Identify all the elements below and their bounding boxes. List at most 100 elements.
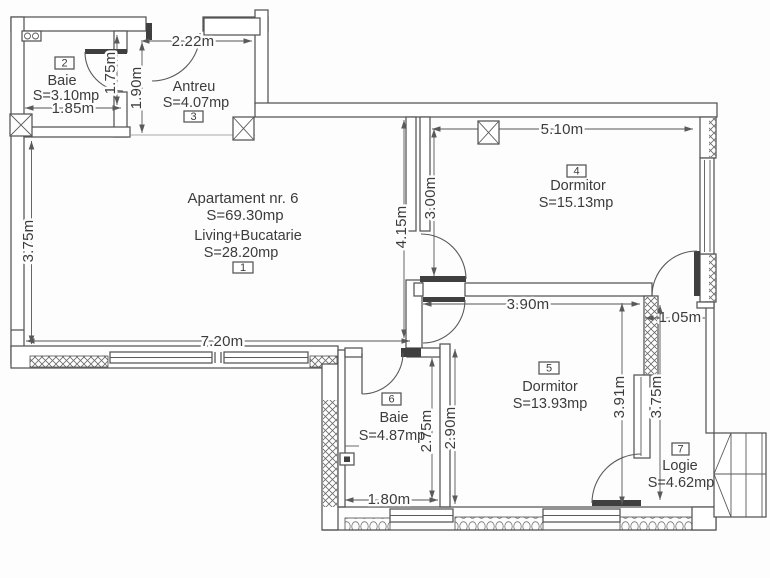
logie-name-label: Logie	[662, 458, 697, 474]
baie6-number-box	[381, 392, 402, 406]
dim-baie2-width: 1.85m	[25, 98, 121, 120]
room-dorm5: 5 Dormitor S=13.93mp	[513, 361, 588, 412]
doors	[84, 17, 700, 506]
hatch-bottom-a	[344, 517, 391, 531]
window-dorm5-logie	[633, 374, 651, 459]
window-bottom-east	[542, 508, 621, 523]
dorm5-logie-door-leaf	[592, 500, 641, 506]
dim-baie2-depth-label: 1.75m	[102, 52, 119, 95]
room-dorm4: 4 Dormitor S=15.13mp	[539, 164, 613, 211]
room-baie6: 6 Baie S=4.87mp	[359, 392, 426, 444]
column-dorm4	[477, 120, 500, 145]
dorm4-number-box	[566, 164, 587, 178]
dim-dorm4-left-label: 3.00m	[422, 177, 439, 220]
apartment-label: Apartament nr. 6 S=69.30mp	[188, 190, 299, 224]
antreu-name-label: Antreu	[173, 79, 216, 95]
dim-dorm4-width: 5.10m	[432, 119, 693, 141]
logie-area-label: S=4.62mp	[648, 475, 715, 491]
dim-dorm4-width-label: 5.10m	[541, 121, 584, 138]
dorm4-door	[420, 233, 467, 282]
wall-top-west	[10, 16, 147, 32]
dorm5-name-label: Dormitor	[522, 379, 578, 395]
logie-number-box	[671, 442, 690, 456]
living-number-box	[232, 261, 254, 274]
dorm4-number-label: 4	[573, 166, 579, 178]
dorm5-logie-door-arc	[591, 453, 642, 504]
baie2-number-label: 2	[61, 58, 67, 70]
entry-door-panel	[203, 17, 261, 36]
window-living-west	[109, 351, 213, 364]
dim-logie-width: 1.05m	[645, 307, 705, 329]
column-antreu	[232, 116, 255, 141]
walls	[10, 9, 718, 531]
dorm5-logie-door	[591, 453, 642, 506]
dim-baie2-depth: 1.75m	[100, 35, 122, 105]
hatch-living-bottom-west	[29, 355, 109, 368]
wall-dorm4-dorm5-west-stub	[413, 282, 424, 297]
dim-baie6-right-label: 2.75m	[418, 410, 435, 453]
dim-logie-length: 3.75m	[646, 305, 668, 500]
dim-dorm5-right-label: 3.91m	[611, 376, 628, 419]
room-antreu: Antreu S=4.07mp 3	[163, 79, 230, 123]
wall-baie2-bottom	[23, 126, 131, 138]
room-labels: Apartament nr. 6 S=69.30mp Living+Bucata…	[33, 56, 715, 491]
wall-dorm4-dorm5	[464, 282, 653, 297]
logie-number-label: 7	[677, 444, 683, 456]
dim-entry-width: 2.22m	[141, 31, 252, 53]
baie6-number-label: 6	[388, 394, 394, 406]
dim-antreu-depth-label: 1.90m	[128, 67, 145, 110]
dorm4-name-label: Dormitor	[550, 178, 606, 194]
washbasin	[21, 30, 42, 42]
baie6-area-label: S=4.87mp	[359, 428, 426, 444]
window-dorm4-east	[699, 157, 715, 255]
wall-baie6-left	[337, 349, 346, 508]
dorm5-number-box	[538, 361, 560, 375]
room-baie2: 2 Baie S=3.10mp	[33, 56, 100, 104]
dim-dorm5-width: 3.90m	[423, 294, 640, 316]
antreu-number-box	[183, 110, 204, 123]
dim-baie6-width-label: 1.80m	[368, 491, 411, 508]
antreu-number-label: 3	[190, 111, 196, 123]
dim-baie2-width-label: 1.85m	[52, 100, 95, 117]
dim-living-width: 7.20m	[26, 331, 410, 353]
dim-living-left-label: 3.75m	[20, 220, 37, 263]
hatch-dorm5-logie	[645, 297, 657, 374]
living-number-label: 1	[240, 262, 246, 274]
dorm5-door-arc	[422, 299, 466, 344]
room-living: Living+Bucatarie S=28.20mp 1	[194, 228, 302, 274]
dorm4-door-leaf	[420, 276, 466, 282]
column-left	[9, 113, 33, 137]
baie2-area-label: S=3.10mp	[33, 88, 100, 104]
living-name-label: Living+Bucatarie	[194, 228, 302, 244]
dim-living-right-label: 4.15m	[393, 206, 410, 249]
wall-baie2-right-north	[113, 30, 128, 53]
wall-bottom-pier-east	[691, 506, 717, 531]
dim-baie6-width: 1.80m	[345, 489, 438, 511]
dorm5-door-leaf	[423, 297, 465, 302]
dim-baie6-right: 2.75m	[416, 358, 438, 499]
columns	[9, 113, 500, 145]
baie6-name-label: Baie	[379, 410, 408, 426]
dim-entry-width-label: 2.22m	[172, 33, 215, 50]
baie2-number-box	[54, 56, 75, 70]
fixtures	[21, 30, 767, 518]
exterior-stairs	[713, 432, 767, 518]
dim-living-right: 4.15m	[391, 120, 413, 338]
dorm4-logie-door-leaf	[694, 251, 700, 296]
wall-center-east-leaf	[419, 116, 431, 232]
window-junction-living	[214, 352, 222, 363]
dim-antreu-depth: 1.90m	[126, 42, 148, 133]
dim-living-left: 3.75m	[18, 141, 40, 344]
window-bottom-west	[389, 508, 454, 523]
antreu-area-label: S=4.07mp	[163, 95, 230, 111]
dorm5-door	[422, 297, 466, 344]
baie2-door-leaf	[85, 49, 127, 54]
window-living-east	[223, 351, 309, 364]
dim-dorm5-left-label: 2.90m	[442, 407, 459, 450]
wall-left	[10, 16, 25, 365]
hatch-pier-north	[709, 118, 716, 157]
dorm5-area-label: S=13.93mp	[513, 396, 588, 412]
dorm4-logie-door	[651, 250, 700, 297]
dim-dorm5-right: 3.91m	[609, 303, 631, 505]
